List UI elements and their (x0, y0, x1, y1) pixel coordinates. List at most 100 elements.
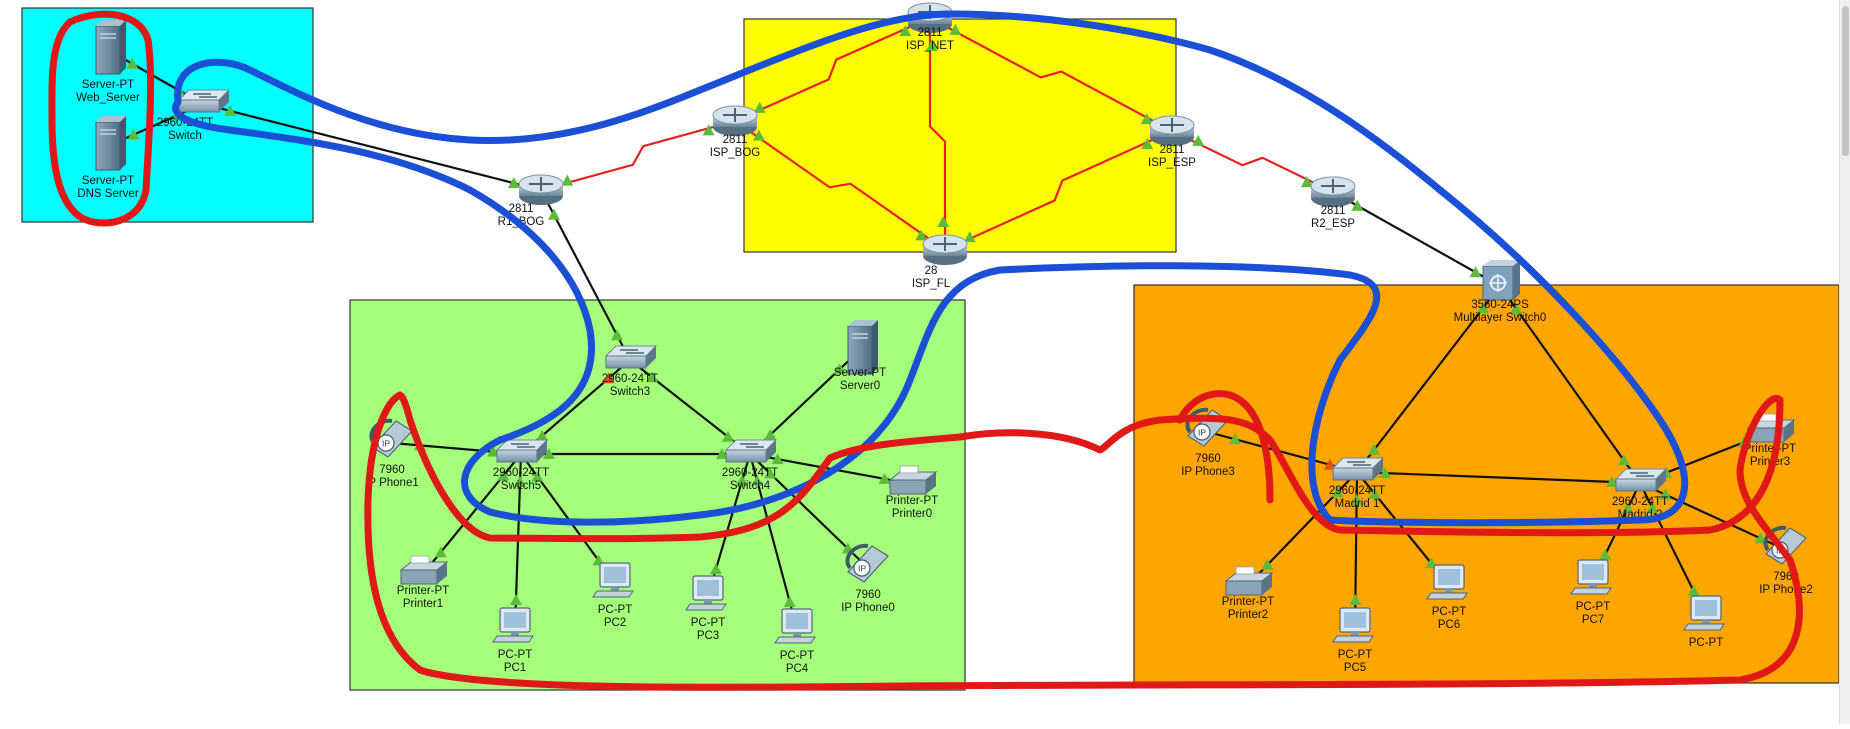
red-annotation-madrid-edge (1176, 390, 1274, 504)
port-indicator (1350, 493, 1363, 505)
pc-icon[interactable] (592, 562, 634, 598)
port-indicator (126, 57, 139, 69)
device-name-label: IP Phone3 (1181, 466, 1235, 478)
port-indicator (1368, 443, 1381, 455)
router-icon[interactable] (712, 105, 758, 136)
device-name-label: PC5 (1344, 662, 1366, 674)
port-indicator (1351, 199, 1364, 211)
device-model-label: 2811 (509, 203, 534, 215)
port-indicator (1617, 454, 1630, 466)
ip-phone-icon[interactable]: IP (845, 543, 889, 583)
port-indicator (915, 229, 928, 241)
port-indicator (497, 469, 510, 481)
link-isp_esp-r2_esp[interactable] (1171, 130, 1334, 193)
router-icon[interactable] (518, 174, 564, 205)
port-indicator (1469, 266, 1482, 278)
switch-icon[interactable] (604, 345, 658, 369)
device-model-label: PC-PT (498, 649, 533, 661)
link-isp_bog-isp_net[interactable] (734, 16, 931, 123)
device-name-label: PC3 (697, 630, 719, 642)
zone-isp-cloud (743, 18, 1177, 253)
ip-phone-icon[interactable]: IP (369, 418, 413, 458)
printer-icon[interactable] (399, 555, 449, 585)
device-name-label: ISP_NET (906, 40, 954, 52)
link-isp_net-isp_fl[interactable] (928, 17, 947, 251)
server-icon[interactable] (95, 116, 126, 171)
pc-icon[interactable] (1332, 607, 1374, 643)
link-isp_fl-isp_esp[interactable] (944, 129, 1173, 252)
port-indicator (531, 470, 544, 482)
port-indicator (833, 363, 846, 375)
pc-icon[interactable] (685, 575, 727, 611)
printer-icon[interactable] (888, 465, 938, 495)
device-name-label: Multilayer Switch0 (1454, 312, 1547, 324)
pc-icon[interactable] (1683, 595, 1725, 631)
port-indicator (1229, 433, 1242, 445)
vertical-scrollbar[interactable] (1839, 0, 1850, 724)
port-indicator (1141, 138, 1154, 150)
link-switch_dc-r1_bog[interactable] (202, 102, 542, 192)
device-model-label: Server-PT (82, 79, 134, 91)
router-icon[interactable] (1149, 115, 1195, 146)
device-name-label: DNS Server (77, 188, 139, 200)
red-annotation-servers (48, 10, 155, 227)
pc-icon[interactable] (1426, 564, 1468, 600)
printer-icon[interactable] (1224, 566, 1274, 596)
device-name-label: Switch4 (730, 480, 771, 492)
link-mls0-madrid2[interactable] (1499, 285, 1641, 484)
switch-icon[interactable] (177, 89, 231, 113)
port-indicator (1646, 502, 1659, 514)
port-indicator (1140, 113, 1153, 125)
port-indicator (736, 474, 749, 486)
zone-madrid-lan (1133, 284, 1840, 684)
link-isp_bog-isp_fl[interactable] (734, 120, 946, 251)
port-indicator (509, 594, 522, 606)
device-model-label: 7960 (379, 464, 405, 476)
pc-icon[interactable] (1570, 559, 1612, 595)
multilayer-switch-icon[interactable] (1482, 260, 1520, 301)
router-icon[interactable] (922, 234, 968, 265)
switch-icon[interactable] (1331, 457, 1385, 481)
switch-icon[interactable] (1614, 468, 1668, 492)
router-icon[interactable] (1310, 176, 1356, 207)
device-model-label: 2960-24TT (1329, 485, 1385, 497)
device-name-label: PC6 (1438, 619, 1460, 631)
link-mls0-madrid1[interactable] (1356, 285, 1501, 473)
link-r1_bog-isp_bog[interactable] (540, 119, 736, 192)
port-indicator (602, 372, 615, 384)
device-model-label: Printer-PT (1222, 596, 1274, 608)
port-indicator (1378, 467, 1391, 479)
scrollbar-thumb[interactable] (1842, 6, 1849, 156)
port-indicator (434, 546, 447, 558)
server-icon[interactable] (847, 320, 878, 375)
switch-icon[interactable] (724, 439, 778, 463)
port-indicator (1192, 134, 1205, 146)
device-name-label: Switch5 (501, 480, 541, 492)
port-indicators-layer (126, 23, 1767, 607)
device-model-label: 2811 (1160, 144, 1185, 156)
port-indicator (1368, 487, 1381, 499)
switch-icon[interactable] (495, 439, 549, 463)
device-model-label: Server-PT (834, 367, 886, 379)
port-indicator (561, 174, 574, 186)
server-icon[interactable] (95, 20, 126, 75)
device-name-label: PC4 (786, 663, 809, 675)
ip-badge: IP (1198, 428, 1206, 438)
device-model-label: Server-PT (82, 175, 134, 187)
pc-icon[interactable] (492, 607, 534, 643)
device-model-label: 7960 (1195, 453, 1221, 465)
port-indicator (507, 177, 520, 189)
device-model-label: PC-PT (598, 604, 633, 616)
zones (21, 7, 1840, 691)
device-model-label: 28 (925, 265, 938, 277)
device-model-label: 2960-24TT (1612, 496, 1668, 508)
device-model-label: PC-PT (780, 650, 815, 662)
pc-icon[interactable] (774, 608, 816, 644)
port-indicator (1331, 486, 1344, 498)
link-isp_net-isp_esp[interactable] (929, 17, 1173, 132)
port-indicator (764, 467, 777, 479)
port-indicator (752, 129, 765, 141)
annotations (48, 10, 1803, 691)
link-madrid1-madrid2[interactable] (1356, 470, 1641, 485)
